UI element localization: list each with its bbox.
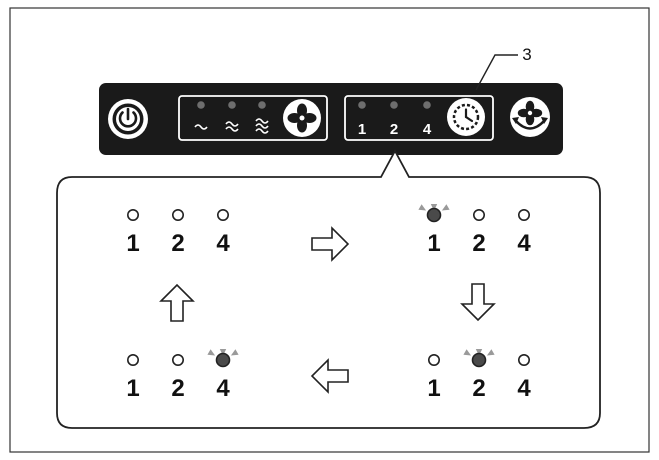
oscillation-arc-icon: [515, 120, 545, 130]
timer-led-off: [217, 209, 230, 222]
arrow-left-icon: [310, 358, 349, 394]
timer-led-4: [423, 101, 431, 109]
timer-led-2: [390, 101, 398, 109]
timer-state-four-hours: 1 2 4: [126, 349, 239, 402]
timer-label-1: 1: [358, 121, 366, 138]
timer-state-all-off: 1 2 4: [126, 209, 230, 257]
high-speed-wave-icon: [255, 118, 269, 134]
timer-sequence-bubble: [56, 149, 601, 429]
timer-label-4: 4: [423, 121, 432, 138]
diagram-frame: [9, 7, 650, 453]
timer-led-1: [358, 101, 366, 109]
timer-state-two-hours: 1 2 4: [427, 349, 531, 402]
timer-state-label: 4: [216, 230, 230, 257]
fan-speed-button[interactable]: [283, 99, 321, 137]
timer-led-off: [127, 353, 140, 366]
timer-clock-icon: [452, 103, 480, 131]
power-button[interactable]: [108, 99, 148, 139]
timer-state-label: 1: [427, 375, 440, 402]
timer-state-label: 2: [472, 375, 485, 402]
timer-state-label: 1: [126, 230, 139, 257]
timer-frame: [344, 95, 494, 141]
timer-led-off: [172, 353, 185, 366]
callout-number: 3: [522, 45, 531, 64]
timer-led-off: [172, 209, 185, 222]
power-icon: [118, 107, 138, 128]
timer-state-label: 4: [216, 375, 230, 402]
timer-states: 1 2 4 1 2 4 1 2 4 1 2 4: [126, 204, 531, 402]
arrow-right-icon: [311, 226, 350, 262]
timer-state-one-hour: 1 2 4: [418, 204, 531, 257]
timer-led-lit: [471, 352, 487, 368]
fan-speed-group: [178, 95, 328, 141]
fan-speed-led: [197, 101, 205, 109]
callout: 3: [475, 45, 532, 91]
oscillating-fan-icon: [517, 100, 543, 126]
timer-state-label: 1: [126, 375, 139, 402]
low-speed-wave-icon: [194, 124, 208, 130]
timer-state-label: 1: [427, 230, 440, 257]
timer-state-label: 4: [517, 230, 531, 257]
sequence-arrows: [159, 226, 496, 394]
timer-state-label: 2: [171, 230, 184, 257]
glow-rays-icon: [418, 204, 450, 211]
oscillation-button[interactable]: [510, 97, 550, 137]
timer-button[interactable]: [447, 98, 485, 136]
fan-speed-frame: [178, 95, 328, 141]
timer-led-off: [517, 209, 530, 222]
timer-led-lit: [215, 352, 231, 368]
timer-label-2: 2: [390, 121, 398, 138]
arrow-up-icon: [159, 283, 195, 322]
timer-led-off: [472, 209, 485, 222]
control-panel: 1 2 4: [99, 83, 563, 155]
glow-rays-icon: [463, 349, 495, 356]
fan-speed-led: [228, 101, 236, 109]
panel-body: [99, 83, 563, 155]
fan-icon: [287, 103, 317, 133]
timer-led-off: [427, 353, 440, 366]
medium-speed-wave-icon: [225, 121, 239, 132]
timer-state-label: 4: [517, 375, 531, 402]
timer-led-lit: [426, 207, 442, 223]
arrowhead-left-icon: [512, 117, 519, 124]
timer-group: 1 2 4: [344, 95, 494, 141]
timer-led-off: [517, 353, 530, 366]
fan-speed-led: [258, 101, 266, 109]
timer-state-label: 2: [171, 375, 184, 402]
arrow-down-icon: [460, 283, 496, 322]
glow-rays-icon: [207, 349, 239, 356]
timer-led-off: [127, 209, 140, 222]
timer-state-label: 2: [472, 230, 485, 257]
callout-leader: [475, 54, 518, 91]
arrowhead-right-icon: [541, 117, 548, 124]
